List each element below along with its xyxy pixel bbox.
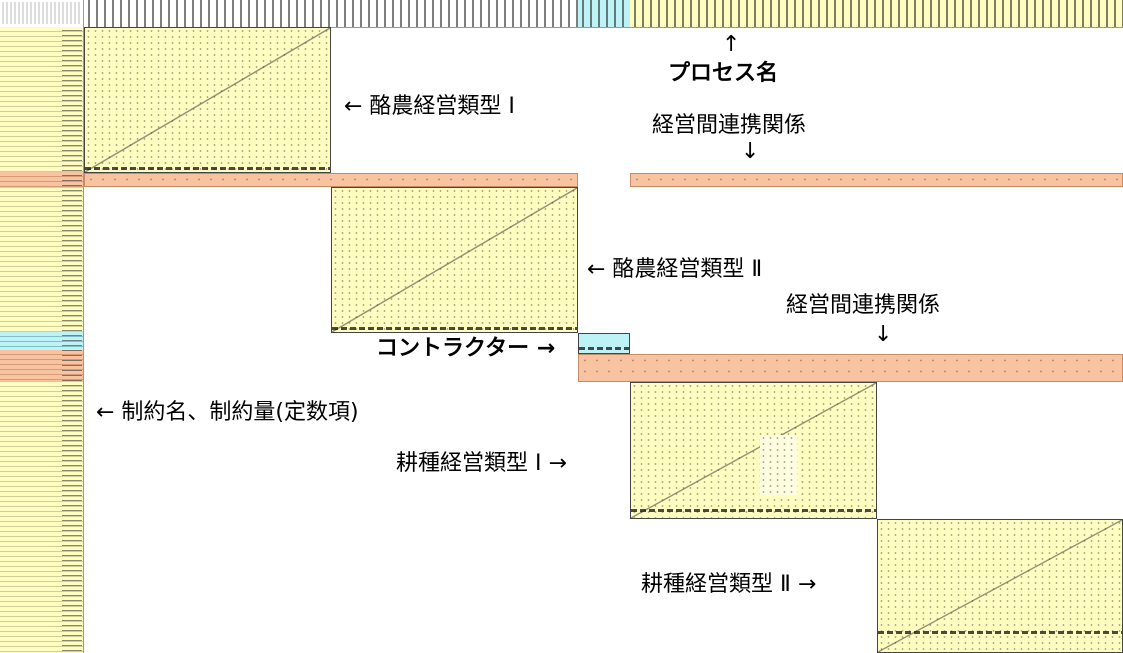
label-dairy-type-2: ← 酪農経営類型 Ⅱ (587, 257, 763, 282)
arrow-down-relation-2: ↓ (874, 322, 893, 347)
label-inter-farm-relation-2: 経営間連携関係 (786, 293, 941, 318)
block-contractor (578, 333, 630, 354)
block-crop-type-2 (877, 519, 1123, 653)
constraint-values-column (62, 27, 82, 653)
label-process-name: プロセス名 (668, 61, 779, 86)
header-columns-dairy (84, 0, 578, 27)
header-columns-contractor (578, 0, 630, 27)
constraint-column (0, 27, 84, 653)
label-dairy-type-1: ← 酪農経営類型 Ⅰ (344, 94, 515, 119)
header-corner (0, 0, 84, 27)
block-relation-band-1b (630, 173, 1123, 187)
arrow-down-relation-1: ↓ (741, 139, 760, 164)
label-constraint-name: ← 制約名、制約量(定数項) (96, 400, 359, 425)
label-crop-type-1: 耕種経営類型 Ⅰ → (396, 451, 567, 476)
block-dairy-type-1 (84, 27, 331, 173)
label-inter-farm-relation-1: 経営間連携関係 (652, 113, 807, 138)
block-crop-type-1-highlight (760, 435, 798, 495)
block-relation-band-1a (84, 173, 578, 187)
arrow-up-process: ↑ (722, 32, 741, 57)
label-crop-type-2: 耕種経営類型 Ⅱ → (641, 572, 817, 597)
process-header-row (0, 0, 1123, 28)
block-relation-band-2 (578, 354, 1123, 382)
block-dairy-type-2 (331, 187, 578, 333)
header-columns-crop (630, 0, 1123, 27)
block-crop-type-1 (630, 382, 877, 519)
label-contractor: コントラクター → (376, 336, 556, 361)
